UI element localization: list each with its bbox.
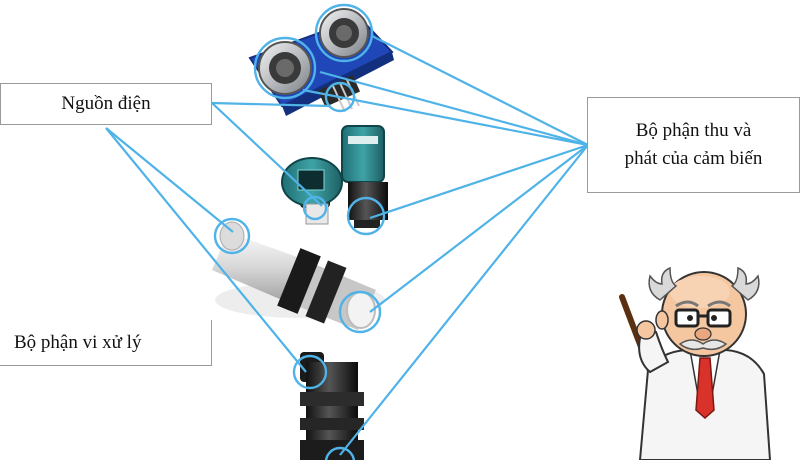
ultrasonic-module-hc-sr04-icon: [248, 8, 394, 116]
processor-label: Bộ phận vi xử lý: [0, 320, 212, 366]
power-source-label: Nguồn điện: [0, 83, 212, 125]
professor-cartoon-icon: [619, 266, 772, 460]
processor-text: Bộ phận vi xử lý: [14, 331, 142, 353]
highlight-circles: [213, 3, 386, 460]
industrial-level-sensor-icon: [281, 125, 388, 228]
connector-lines: [105, 35, 589, 456]
power-source-text: Nguồn điện: [61, 93, 151, 115]
cylindrical-ultrasonic-sensor-icon: [212, 221, 385, 330]
transmitter-receiver-text-line2: phát của cảm biến: [624, 148, 763, 169]
transmitter-receiver-text-line1: Bộ phận thu và: [635, 120, 752, 142]
black-cylindrical-sensor-icon: [300, 352, 364, 460]
transmitter-receiver-label: Bộ phận thu và phát của cảm biến: [587, 97, 800, 193]
